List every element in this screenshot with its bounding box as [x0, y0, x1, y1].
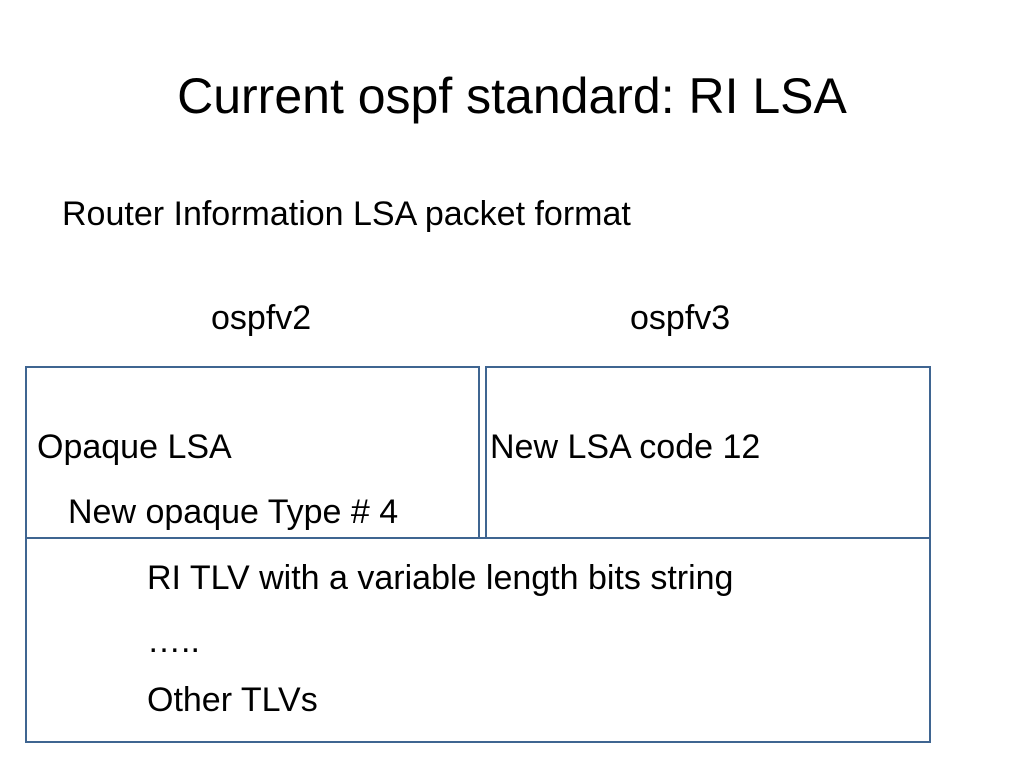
slide-subtitle: Router Information LSA packet format [62, 195, 631, 233]
ospfv3-header: ospfv3 [630, 299, 731, 337]
other-tlvs-label: Other TLVs [147, 681, 318, 719]
tlv-box [25, 537, 931, 743]
ospfv2-opaque-lsa-label: Opaque LSA [37, 428, 232, 466]
ospfv3-lsa-code-label: New LSA code 12 [490, 428, 761, 466]
ospfv2-header: ospfv2 [211, 299, 312, 337]
ri-tlv-label: RI TLV with a variable length bits strin… [147, 559, 734, 597]
ellipsis-label: ….. [147, 622, 200, 660]
slide-title: Current ospf standard: RI LSA [177, 68, 847, 124]
ospfv2-opaque-type-label: New opaque Type # 4 [68, 493, 399, 531]
